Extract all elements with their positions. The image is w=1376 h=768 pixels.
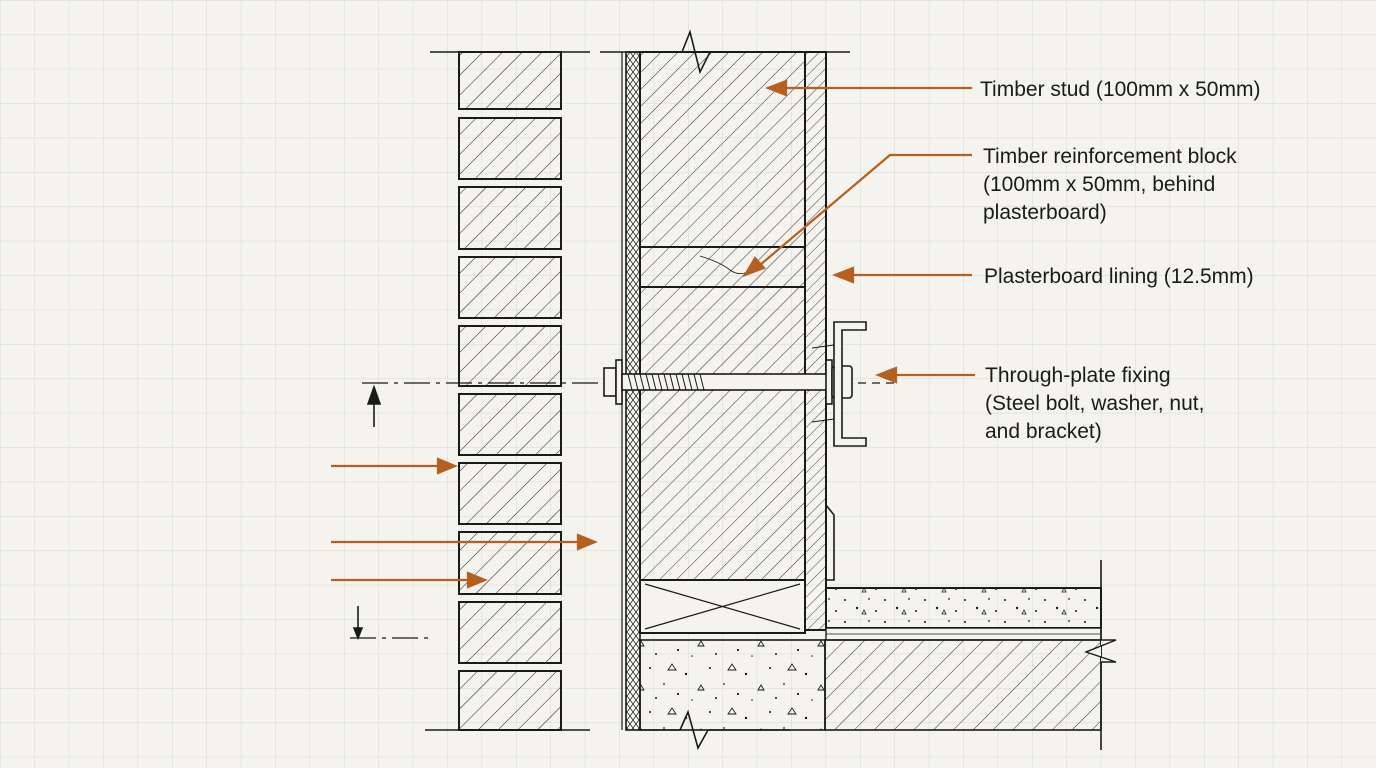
brick-wall <box>425 51 590 731</box>
skirting <box>825 504 835 581</box>
bolt-head <box>603 367 617 397</box>
breather-membrane <box>625 51 641 731</box>
label-plasterboard: Plasterboard lining (12.5mm) <box>984 265 1254 288</box>
leader-lines <box>742 79 975 384</box>
foundation-concrete <box>639 639 826 731</box>
timber-reinforcement-block <box>639 246 806 288</box>
label-fixing-line1: Through-plate fixing <box>985 364 1171 387</box>
annotation-labels: Timber stud (100mm x 50mm) Timber reinfo… <box>980 78 1260 443</box>
label-reinforcement-block-line1: Timber reinforcement block <box>983 145 1237 168</box>
label-fixing-line2: (Steel bolt, washer, nut, <box>985 392 1204 415</box>
floor-screed <box>825 587 1102 629</box>
floor-slab <box>824 639 1102 731</box>
label-reinforcement-block-line3: plasterboard) <box>983 201 1107 224</box>
washer-right <box>825 359 833 405</box>
washer-left <box>615 359 623 405</box>
bracket <box>833 321 867 447</box>
timber-stud-lower <box>639 286 806 581</box>
dimension-arrows <box>352 384 382 641</box>
timber-frame <box>639 51 806 634</box>
floor-construction <box>639 560 1117 751</box>
label-timber-stud: Timber stud (100mm x 50mm) <box>980 78 1260 101</box>
timber-stud <box>639 51 806 248</box>
through-plate-fixing <box>603 321 867 447</box>
label-reinforcement-block-line2: (100mm x 50mm, behind <box>983 173 1215 196</box>
load-arrows <box>331 457 598 589</box>
bolt-thread <box>627 373 705 391</box>
plasterboard-lining <box>804 51 827 631</box>
label-fixing-line3: and bracket) <box>985 420 1102 443</box>
bottom-break-line <box>640 709 790 751</box>
